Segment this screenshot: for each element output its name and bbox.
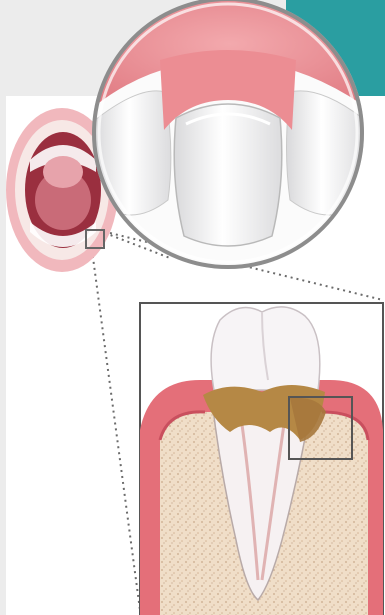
magnified-tooth-icon xyxy=(90,0,370,270)
tooth-cross-section-icon xyxy=(140,303,383,615)
